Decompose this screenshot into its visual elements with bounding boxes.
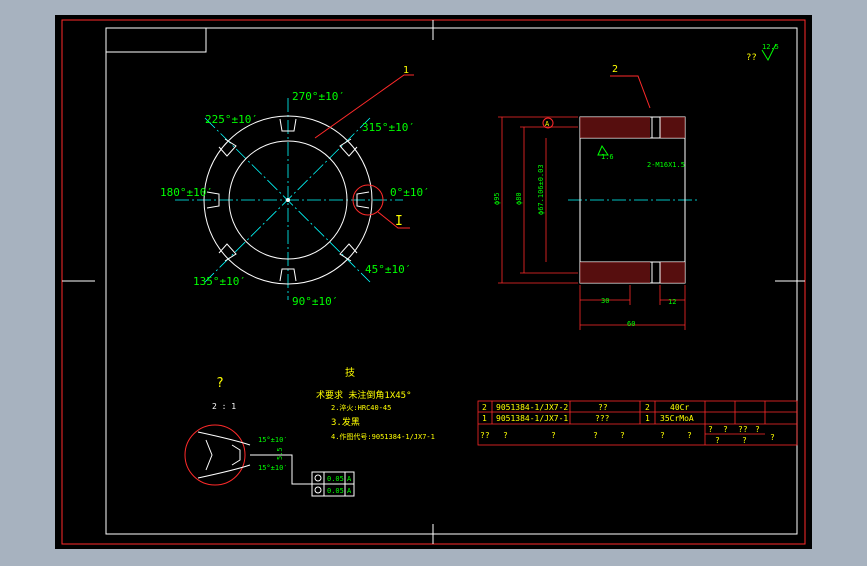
svg-text:135°±10′: 135°±10′	[193, 275, 246, 288]
technical-notes: 技 术要求 未注倒角1X45° 2.淬火:HRC40-45 3.发黑 4.作图代…	[316, 366, 435, 441]
bom-row[interactable]: 1 9051384-1/JX7-1 ??? 1 35CrMoA	[482, 414, 694, 423]
svg-text:?: ?	[503, 431, 508, 440]
svg-text:?: ?	[742, 436, 747, 445]
svg-text:12: 12	[668, 298, 676, 306]
svg-text:???: ???	[595, 414, 610, 423]
svg-text:15°±10′: 15°±10′	[258, 436, 288, 444]
svg-text:12.5: 12.5	[762, 43, 779, 51]
svg-text:30: 30	[601, 297, 609, 305]
detail-view[interactable]: ? 2 : 1 15°±10′ 15°±10′ 5.5	[184, 376, 312, 486]
drawing-frame	[61, 19, 806, 545]
svg-text:?: ?	[755, 425, 760, 434]
svg-text:45°±10′: 45°±10′	[365, 263, 411, 276]
svg-text:I: I	[395, 214, 403, 229]
svg-text:180°±10′: 180°±10′	[160, 186, 213, 199]
svg-text:270°±10′: 270°±10′	[292, 90, 345, 103]
section-view[interactable]: 2 ϕ95 ϕ80 ϕ67.106±0.03 1.6 2-M16X1.5 30 …	[493, 64, 700, 330]
svg-text:技: 技	[345, 366, 355, 379]
svg-text:1: 1	[403, 65, 409, 76]
svg-text:?: ?	[551, 431, 556, 440]
svg-text:0.05: 0.05	[327, 487, 344, 495]
svg-text:5.5: 5.5	[276, 447, 284, 460]
svg-text:?: ?	[770, 433, 775, 442]
svg-text:?: ?	[723, 425, 728, 434]
svg-text:?: ?	[620, 431, 625, 440]
svg-text:?: ?	[660, 431, 665, 440]
svg-text:ϕ80: ϕ80	[515, 192, 523, 205]
svg-text:ϕ67.106±0.03: ϕ67.106±0.03	[537, 164, 545, 215]
svg-text:A: A	[347, 475, 352, 483]
front-view[interactable]: I 1 270°±10′ 315°±10′ 225°±10′ 180°±10′ …	[160, 65, 430, 308]
svg-text:9051384-1/JX7-1: 9051384-1/JX7-1	[496, 414, 568, 423]
svg-text:??: ??	[598, 403, 608, 412]
svg-text:1: 1	[482, 414, 487, 423]
svg-text:??: ??	[480, 431, 490, 440]
svg-text:35CrMoA: 35CrMoA	[660, 414, 694, 423]
svg-text:90°±10′: 90°±10′	[292, 295, 338, 308]
svg-text:60: 60	[627, 320, 635, 328]
bom-table[interactable]: 2 9051384-1/JX7-2 ?? 2 40Cr 1 9051384-1/…	[477, 400, 798, 446]
svg-text:1.6: 1.6	[601, 153, 614, 161]
svg-text:0°±10′: 0°±10′	[390, 186, 430, 199]
svg-text:A: A	[347, 487, 352, 495]
svg-text:?: ?	[687, 431, 692, 440]
svg-text:?: ?	[216, 376, 224, 391]
bom-row[interactable]: 2 9051384-1/JX7-2 ?? 2 40Cr	[482, 403, 689, 412]
model-space	[55, 15, 812, 549]
svg-text:ϕ95: ϕ95	[493, 192, 501, 205]
svg-text:?: ?	[593, 431, 598, 440]
svg-text:?: ?	[708, 425, 713, 434]
svg-text:4.作图代号:9051384-1/JX7-1: 4.作图代号:9051384-1/JX7-1	[331, 432, 435, 441]
svg-text:2: 2	[482, 403, 487, 412]
svg-text:315°±10′: 315°±10′	[362, 121, 415, 134]
svg-text:2: 2	[612, 64, 618, 75]
svg-text:40Cr: 40Cr	[670, 403, 689, 412]
tolerance-frame: 0.05 A 0.05 A	[311, 471, 355, 497]
svg-text:2-M16X1.5: 2-M16X1.5	[647, 161, 685, 169]
svg-text:术要求 未注倒角1X45°: 术要求 未注倒角1X45°	[316, 389, 412, 401]
svg-text:??: ??	[738, 425, 748, 434]
svg-text:1: 1	[645, 414, 650, 423]
svg-text:??: ??	[746, 53, 757, 63]
svg-text:2: 2	[645, 403, 650, 412]
svg-text:9051384-1/JX7-2: 9051384-1/JX7-2	[496, 403, 568, 412]
surface-finish-symbol: ?? 12.5	[746, 43, 779, 63]
svg-text:?: ?	[715, 436, 720, 445]
bom-header: ?? ? ? ? ? ? ? ? ? ?? ? ? ? ?	[480, 425, 775, 445]
svg-text:0.05: 0.05	[327, 475, 344, 483]
svg-text:A: A	[545, 120, 550, 128]
svg-text:2 : 1: 2 : 1	[212, 402, 236, 411]
svg-text:2.淬火:HRC40-45: 2.淬火:HRC40-45	[331, 403, 391, 412]
svg-text:3.发黑: 3.发黑	[331, 416, 360, 428]
svg-text:15°±10′: 15°±10′	[258, 464, 288, 472]
svg-text:225°±10′: 225°±10′	[205, 113, 258, 126]
